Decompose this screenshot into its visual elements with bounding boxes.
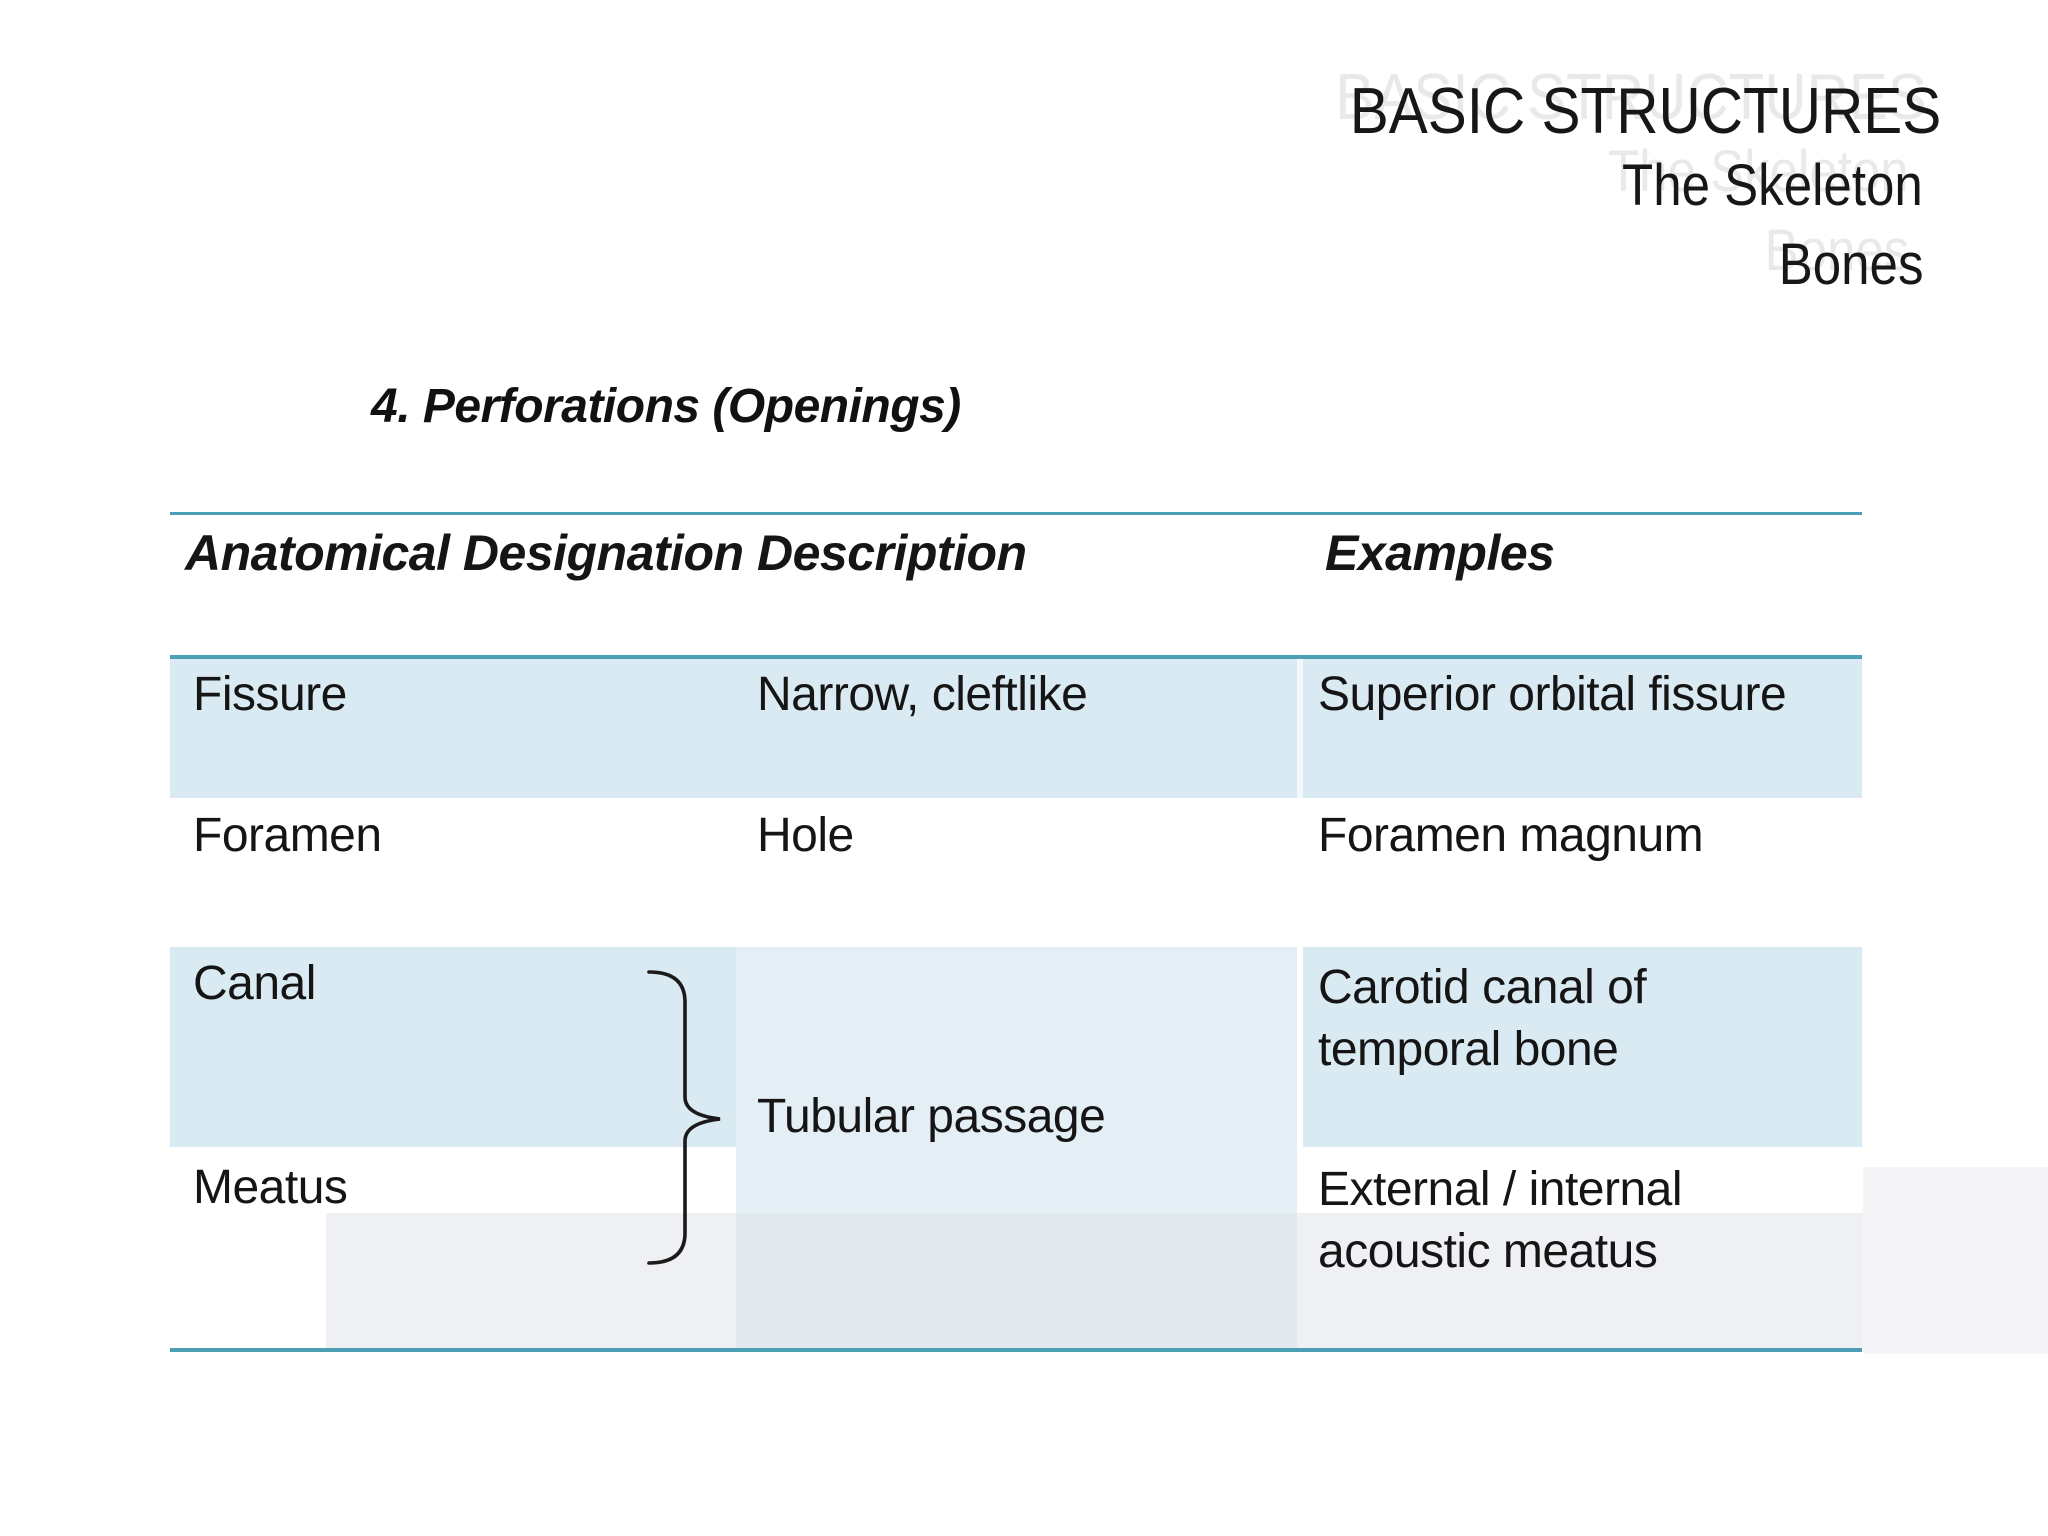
table-header-examples: Examples bbox=[1325, 525, 1555, 581]
cell-designation-canal: Canal bbox=[193, 957, 316, 1010]
table-top-rule bbox=[170, 512, 1862, 515]
cell-designation-meatus: Meatus bbox=[193, 1161, 348, 1214]
slide-title-line: BASIC STRUCTURES BASIC STRUCTURES bbox=[1335, 64, 1941, 143]
cell-example-fissure: Superior orbital fissure bbox=[1318, 668, 1787, 721]
section-heading: 4. Perforations (Openings) bbox=[371, 380, 961, 433]
overlay-rectangle-right bbox=[1863, 1167, 2048, 1354]
cell-description-fissure: Narrow, cleftlike bbox=[757, 668, 1088, 721]
table-row-fissure-background bbox=[170, 659, 1862, 798]
curly-brace-icon bbox=[647, 970, 721, 1265]
slide-title: BASIC STRUCTURES bbox=[1349, 74, 1941, 147]
slide-title-ghost: BASIC STRUCTURES bbox=[1335, 60, 1927, 133]
cell-description-foramen: Hole bbox=[757, 809, 854, 862]
cell-merged-description-tubular-passage: Tubular passage bbox=[757, 1090, 1106, 1143]
cell-designation-foramen: Foramen bbox=[193, 809, 382, 862]
slide-subtitle-line-1: The Skeleton The Skeleton bbox=[1608, 143, 1923, 215]
cell-example-foramen: Foramen magnum bbox=[1318, 809, 1704, 862]
cell-example-meatus: External / internal acoustic meatus bbox=[1318, 1163, 1683, 1278]
slide-subtitle1: The Skeleton bbox=[1622, 153, 1923, 218]
table-header-rule bbox=[170, 655, 1862, 659]
cell-example-canal: Carotid canal of temporal bone bbox=[1318, 961, 1647, 1076]
slide-subtitle2-ghost: Bones bbox=[1764, 218, 1909, 283]
overlay-rectangle-bottom bbox=[326, 1213, 1863, 1349]
slide-subtitle-line-2: Bones Bones bbox=[1764, 222, 1923, 294]
slide-subtitle1-ghost: The Skeleton bbox=[1608, 139, 1909, 204]
table-bottom-rule bbox=[170, 1348, 1862, 1352]
column-divider-row1 bbox=[1297, 659, 1303, 798]
table-header-anatomical-designation: Anatomical Designation bbox=[185, 525, 744, 581]
table-header-description: Description bbox=[757, 525, 1027, 581]
slide-subtitle2: Bones bbox=[1778, 232, 1923, 297]
column-divider-rows3-4 bbox=[1297, 947, 1303, 1349]
cell-designation-fissure: Fissure bbox=[193, 668, 347, 721]
